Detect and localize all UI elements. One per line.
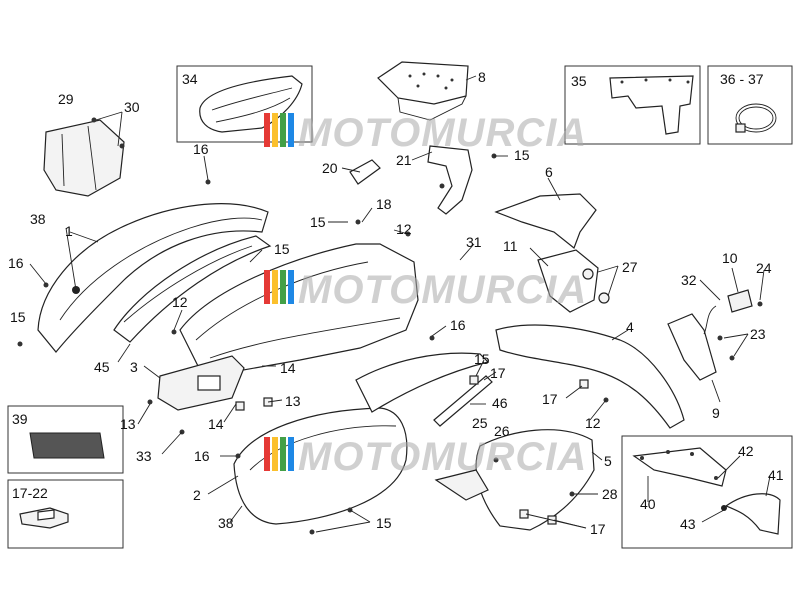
callout-16-top: 16 — [193, 141, 209, 157]
callout-26: 26 — [494, 423, 510, 439]
part-20-21 — [349, 145, 473, 215]
callout-14-upper: 14 — [280, 360, 296, 376]
part-11 — [537, 249, 610, 313]
callout-18: 18 — [376, 196, 392, 212]
part-46 — [433, 375, 493, 427]
callout-20: 20 — [322, 160, 338, 176]
callout-16-center: 16 — [450, 317, 466, 333]
part-29 — [43, 119, 125, 197]
callout-28: 28 — [602, 486, 618, 502]
callout-33: 33 — [136, 448, 152, 464]
part-4 — [495, 324, 685, 429]
callout-labels: 29 30 34 8 35 36 - 37 16 38 1 16 15 15 2… — [8, 69, 784, 537]
callout-39: 39 — [12, 411, 28, 427]
watermark-middle: MOTOMURCIA — [264, 268, 587, 312]
part-9-10 — [667, 289, 753, 381]
callout-46: 46 — [492, 395, 508, 411]
leader-lines — [29, 75, 771, 533]
callout-25: 25 — [472, 415, 488, 431]
callout-12-tub: 12 — [396, 221, 412, 237]
inset-box-39 — [7, 405, 124, 474]
callout-32: 32 — [681, 272, 697, 288]
callout-36-37: 36 - 37 — [720, 71, 764, 87]
callout-9: 9 — [712, 405, 720, 421]
callout-6: 6 — [545, 164, 553, 180]
callout-29: 29 — [58, 91, 74, 107]
callout-17-22: 17-22 — [12, 485, 48, 501]
callout-42: 42 — [738, 443, 754, 459]
watermark-text-2: MOTOMURCIA — [298, 268, 587, 312]
callout-38-top: 38 — [30, 211, 46, 227]
fasteners — [17, 117, 763, 535]
watermark-text-3: MOTOMURCIA — [298, 435, 587, 479]
part-8 — [377, 61, 469, 121]
callout-17-center: 17 — [490, 365, 506, 381]
callout-10: 10 — [722, 250, 738, 266]
callout-11: 11 — [503, 238, 518, 254]
callout-3: 3 — [130, 359, 138, 375]
callout-21: 21 — [396, 152, 412, 168]
callout-15-lower: 15 — [376, 515, 392, 531]
callout-15-tub: 15 — [310, 214, 326, 230]
callout-12-left: 12 — [172, 294, 188, 310]
callout-31: 31 — [466, 234, 482, 250]
side-strip — [355, 352, 490, 413]
callout-13-right: 13 — [285, 393, 301, 409]
part-6 — [494, 193, 597, 249]
callout-12-right: 12 — [585, 415, 601, 431]
callout-17-lower: 17 — [590, 521, 606, 537]
callout-40: 40 — [640, 496, 656, 512]
callout-5: 5 — [604, 453, 612, 469]
callout-45: 45 — [94, 359, 110, 375]
callout-43: 43 — [680, 516, 696, 532]
callout-15-bracket: 15 — [514, 147, 530, 163]
callout-41: 41 — [768, 467, 784, 483]
callout-8: 8 — [478, 69, 486, 85]
callout-23: 23 — [750, 326, 766, 342]
callout-1: 1 — [65, 223, 73, 239]
callout-14-lower: 14 — [208, 416, 224, 432]
callout-15-left: 15 — [10, 309, 26, 325]
inset-box-40-43 — [621, 435, 793, 549]
callout-2: 2 — [193, 487, 201, 503]
inset-box-17-22 — [7, 479, 124, 549]
callout-15-center: 15 — [474, 351, 490, 367]
part-5 — [434, 429, 595, 531]
inset-box-34 — [176, 65, 313, 143]
callout-38-lower: 38 — [218, 515, 234, 531]
callout-27: 27 — [622, 259, 638, 275]
callout-15-upper: 15 — [274, 241, 290, 257]
callout-13-left: 13 — [120, 416, 136, 432]
callout-17-right: 17 — [542, 391, 558, 407]
watermark-bottom: MOTOMURCIA — [264, 435, 587, 479]
callout-16-left: 16 — [8, 255, 24, 271]
callout-4: 4 — [626, 319, 634, 335]
part-3 — [157, 355, 245, 411]
watermark-text-1: MOTOMURCIA — [298, 111, 587, 155]
callout-16-lower: 16 — [194, 448, 210, 464]
part-1 — [37, 203, 269, 353]
callout-34: 34 — [182, 71, 198, 87]
inset-box-35 — [564, 65, 701, 145]
inset-box-36-37 — [707, 65, 793, 145]
watermark-top: MOTOMURCIA — [264, 111, 587, 155]
callout-24: 24 — [756, 260, 772, 276]
part-45 — [113, 235, 272, 343]
callout-35: 35 — [571, 73, 587, 89]
watermark: MOTOMURCIA MOTOMURCIA MOTOMURCIA — [264, 111, 587, 479]
callout-30: 30 — [124, 99, 140, 115]
